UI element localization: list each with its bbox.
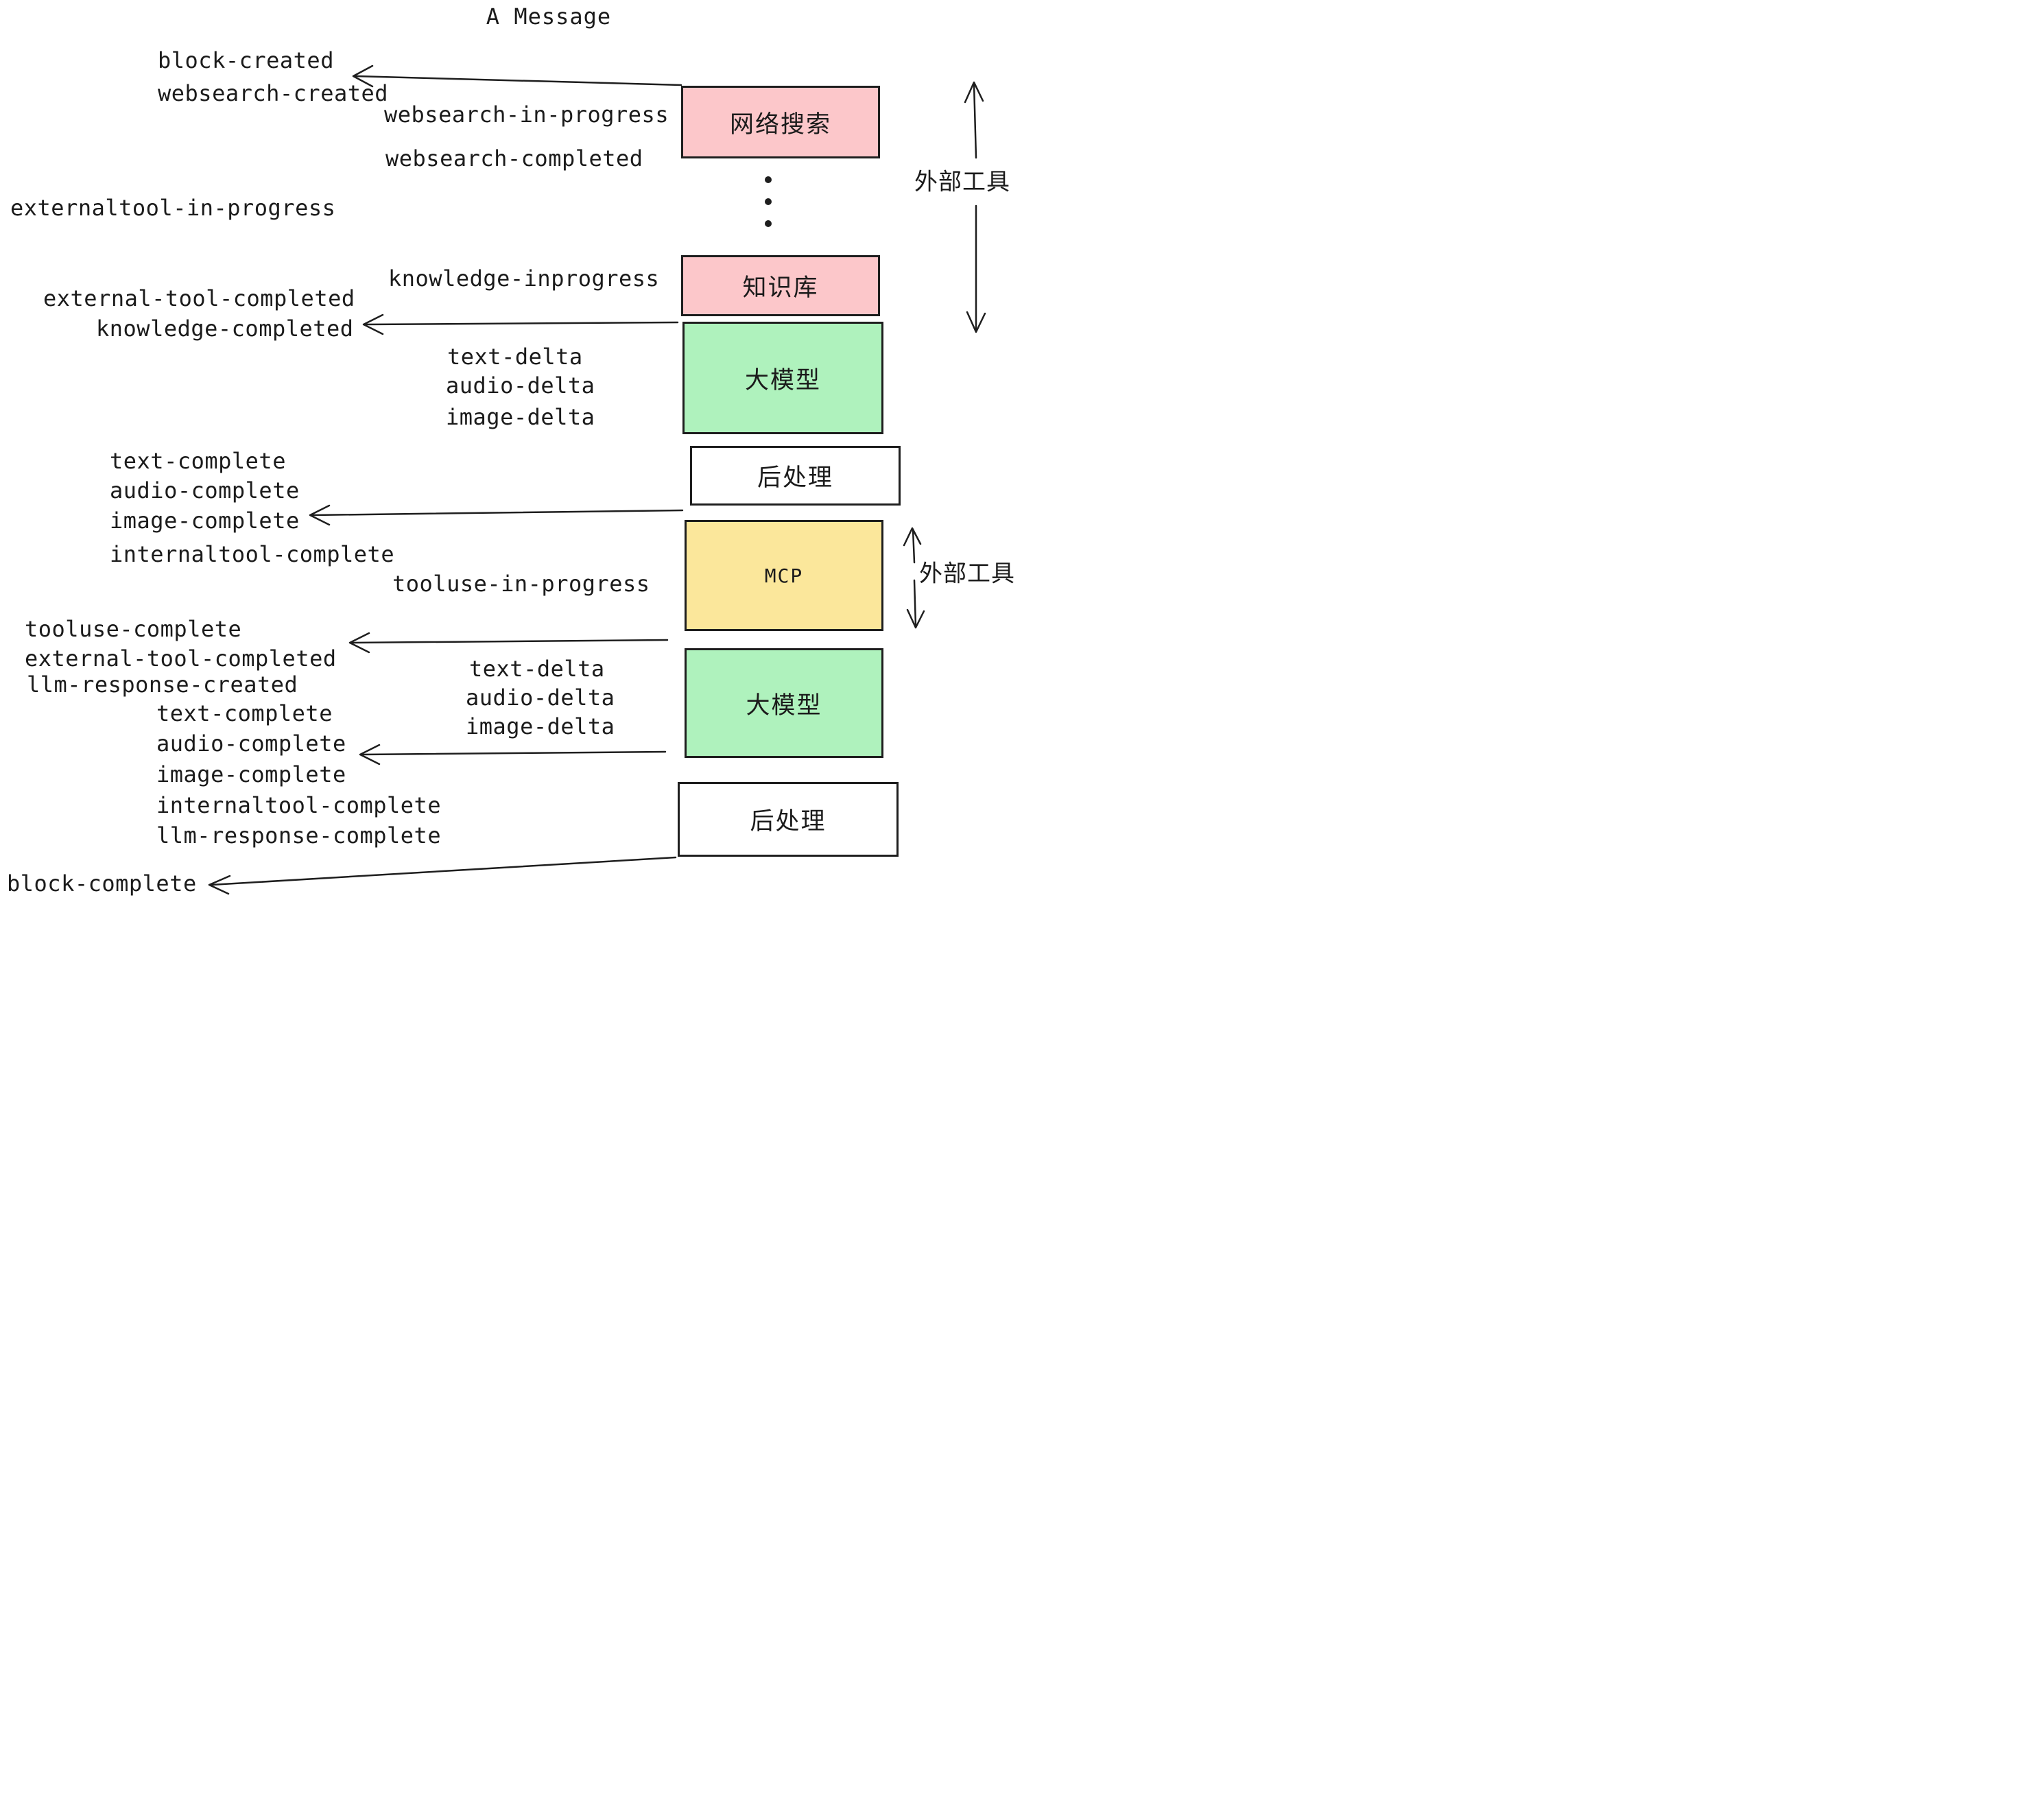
event-text-delta-1: text-delta <box>447 344 583 370</box>
arrow-audio-complete <box>359 744 667 765</box>
event-internaltool-complete-1: internaltool-complete <box>110 541 395 567</box>
box-postprocess-1-label: 后处理 <box>757 464 833 492</box>
event-block-complete: block-complete <box>7 870 197 897</box>
external-tools-arrow-1 <box>964 81 986 333</box>
event-audio-delta-2: audio-delta <box>466 685 615 711</box>
box-llm-1: 大模型 <box>682 322 883 434</box>
event-image-delta-2: image-delta <box>466 713 615 739</box>
event-websearch-in-progress: websearch-in-progress <box>384 102 669 128</box>
event-externaltool-in-progress: externaltool-in-progress <box>10 195 336 221</box>
event-websearch-completed: websearch-completed <box>385 145 643 171</box>
event-tooluse-complete: tooluse-complete <box>25 616 242 642</box>
box-llm-2-label: 大模型 <box>746 691 822 720</box>
arrow-knowledge-completed <box>362 313 679 335</box>
event-block-created: block-created <box>158 47 334 73</box>
box-mcp-label: MCP <box>764 564 804 587</box>
box-llm-1-label: 大模型 <box>744 366 821 394</box>
arrow-block-complete <box>208 856 677 895</box>
external-tools-label-1: 外部工具 <box>914 168 1010 196</box>
event-knowledge-completed: knowledge-completed <box>96 316 354 342</box>
event-image-complete-2: image-complete <box>156 761 346 787</box>
sequence-diagram: A Message 网络搜索 知识库 大模型 后处理 MCP 大模型 后处理 b… <box>0 0 1022 902</box>
arrow-image-complete <box>309 504 684 526</box>
event-llm-response-created: llm-response-created <box>27 672 298 698</box>
event-websearch-created: websearch-created <box>158 80 389 106</box>
external-tools-label-2: 外部工具 <box>919 560 1015 588</box>
arrow-block-created <box>352 64 682 88</box>
event-text-delta-2: text-delta <box>469 656 605 682</box>
vertical-ellipsis-icon <box>765 176 772 227</box>
event-tooluse-in-progress: tooluse-in-progress <box>392 571 650 597</box>
box-knowledge-label: 知识库 <box>742 274 819 302</box>
event-internaltool-complete-2: internaltool-complete <box>156 792 442 818</box>
box-llm-2: 大模型 <box>685 648 883 758</box>
event-image-complete-1: image-complete <box>110 508 300 534</box>
external-tools-arrow-2 <box>903 527 925 629</box>
box-postprocess-1: 后处理 <box>690 446 901 506</box>
event-text-complete-2: text-complete <box>156 700 333 726</box>
box-postprocess-2: 后处理 <box>678 782 899 857</box>
diagram-title: A Message <box>486 3 612 29</box>
box-websearch-label: 网络搜索 <box>729 110 831 139</box>
event-external-tool-completed-2: external-tool-completed <box>25 645 337 672</box>
box-websearch: 网络搜索 <box>681 86 880 158</box>
diagram-wires <box>208 64 986 895</box>
event-audio-delta-1: audio-delta <box>446 372 595 399</box>
event-audio-complete-2: audio-complete <box>156 731 346 757</box>
event-text-complete-1: text-complete <box>110 448 286 474</box>
arrow-tooluse-complete <box>348 632 669 654</box>
event-knowledge-inprogress: knowledge-inprogress <box>388 265 660 292</box>
box-postprocess-2-label: 后处理 <box>750 808 827 835</box>
box-mcp: MCP <box>685 520 883 631</box>
event-audio-complete-1: audio-complete <box>110 477 300 503</box>
event-external-tool-completed-1: external-tool-completed <box>43 285 355 311</box>
event-image-delta-1: image-delta <box>446 404 595 430</box>
event-llm-response-complete: llm-response-complete <box>156 822 442 848</box>
box-knowledge: 知识库 <box>681 255 880 316</box>
